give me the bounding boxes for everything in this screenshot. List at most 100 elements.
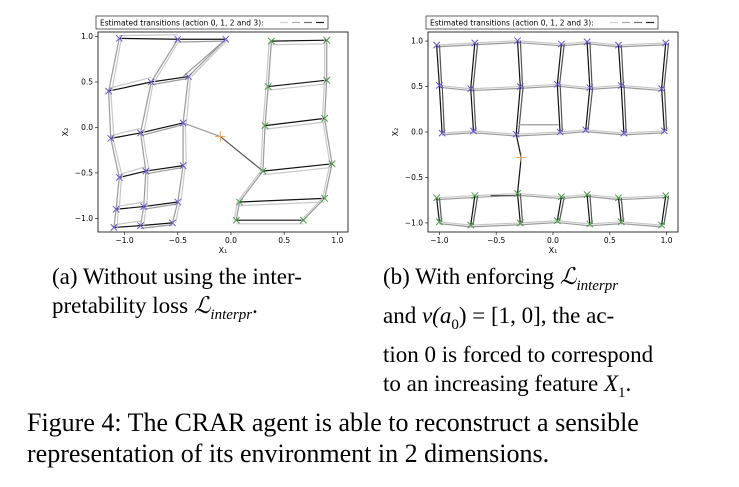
transition-line [119,165,147,176]
transition-line [185,76,192,123]
transition-line [262,86,267,126]
state-marker [235,198,244,206]
subcaption-b-line1: (b) With enforcing ℒinterpr [383,262,695,301]
transition-line [621,221,662,226]
transition-line [474,41,518,46]
transition-line [264,121,325,130]
transition-line [108,81,152,92]
transition-line [321,80,326,119]
transition-line [517,41,562,47]
transition-line [620,197,625,222]
transition-line [324,163,333,199]
feature-symbol: X [603,371,619,396]
state-marker [433,41,441,49]
transition-line [436,45,440,86]
transition-line [589,84,622,89]
transition-line [438,197,443,222]
state-marker [617,218,625,226]
legend-text: Estimated transitions (action 0, 1, 2 an… [430,19,594,28]
transition-line [470,85,521,90]
state-marker [553,80,561,88]
state-marker [557,40,565,48]
transition-line [556,196,563,221]
x-tick-label: 0.5 [604,236,616,245]
subcaption-a-line2: pretability loss ℒinterpr. [52,291,368,330]
subcaption-b-text: (b) With enforcing [383,264,560,289]
transition-line [618,196,666,201]
transition-line [145,166,184,175]
state-marker [660,127,668,135]
transition-line [557,83,590,89]
transition-line [436,196,475,201]
transition-line [589,221,622,225]
y-tick-label: −1.0 [405,218,423,227]
transition-line [108,38,120,92]
transition-line [519,40,524,87]
y-tick-label: −1.0 [75,214,93,223]
transition-line [516,157,522,194]
state-marker [467,221,475,229]
transition-line [219,136,264,172]
state-marker [136,222,145,230]
state-marker [583,38,591,46]
state-marker [662,39,670,47]
transition-line [118,177,123,210]
transition-line [110,91,115,139]
transition-line [558,43,565,85]
transition-line [587,43,619,48]
transition-line [621,84,662,90]
state-marker [557,193,565,201]
transition-line [150,38,179,83]
transition-line [623,85,627,134]
transition-line [119,34,178,37]
transition-line [589,86,622,91]
transition-line [139,132,147,172]
state-marker [433,194,441,202]
transition-line [515,134,522,158]
state-marker [512,130,520,138]
state-marker [553,217,561,225]
state-marker [264,82,272,91]
state-marker [323,76,331,84]
transition-line [559,196,565,221]
transition-line [516,193,521,223]
transition-line [473,130,517,135]
transition-line [517,86,524,135]
loss-subscript: interpr [210,307,253,323]
transition-line [620,45,625,86]
transition-line [663,88,668,131]
state-marker [620,129,628,137]
transition-line [587,87,594,130]
transition-line [143,203,178,210]
state-marker [174,35,182,43]
state-marker [115,34,123,42]
transition-line [517,192,562,198]
subcaption-a-period: . [252,293,258,318]
transition-line [439,221,471,226]
transition-line [436,197,440,222]
y-axis-label: X₂ [61,128,70,137]
transition-line [268,79,327,88]
state-marker [142,167,150,175]
state-marker [586,84,594,92]
transition-line [520,85,558,89]
x-tick-label: −1.0 [430,236,448,245]
y-tick-label: 1.0 [81,32,93,41]
x-tick-label: 1.0 [661,236,673,245]
transition-line [520,83,558,88]
subcaption-b-line4: to an increasing feature X1. [383,369,695,408]
transition-line [108,91,112,139]
transition-line [585,131,624,136]
y-tick-label: 0.0 [411,128,423,137]
loss-symbol: ℒ [559,264,577,290]
transition-line [113,225,141,229]
transition-line [557,85,590,91]
transition-line [586,41,591,88]
transition-line [436,195,475,199]
transition-line [442,130,474,134]
plot-panel-b: Estimated transitions (action 0, 1, 2 an… [378,10,679,255]
transition-line [151,77,189,86]
transition-line [559,129,586,133]
action-subscript: 0 [451,317,459,333]
state-marker [583,190,591,199]
